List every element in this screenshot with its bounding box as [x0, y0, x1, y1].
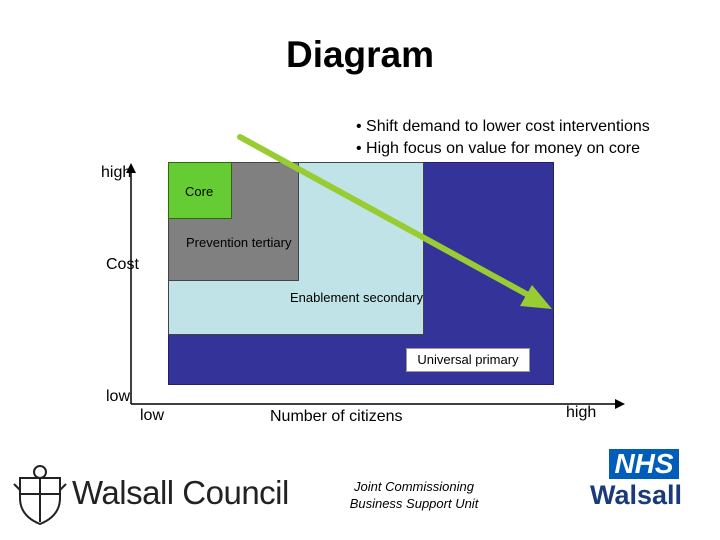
unit-line-1: Joint Commissioning: [354, 479, 474, 494]
y-axis-title: Cost: [106, 256, 139, 273]
trend-arrow-shaft: [237, 134, 533, 299]
council-name: Walsall Council: [72, 474, 289, 511]
x-axis-high-label: high: [566, 404, 597, 421]
prevention-label: Prevention tertiary: [186, 235, 292, 250]
nhs-area-name: Walsall: [590, 480, 683, 510]
council-crest-icon: [13, 465, 67, 526]
page-title: Diagram: [285, 34, 435, 75]
nhs-logo: NHS: [609, 449, 679, 479]
universal-label: Universal primary: [406, 348, 530, 372]
unit-name: Joint Commissioning Business Support Uni…: [338, 478, 490, 512]
core-label: Core: [185, 184, 214, 199]
y-axis-low-label: low: [106, 388, 131, 405]
unit-line-2: Business Support Unit: [349, 496, 479, 511]
x-axis-low-label: low: [140, 407, 165, 424]
bullet-shift-demand: • Shift demand to lower cost interventio…: [356, 118, 650, 135]
enablement-label: Enablement secondary: [290, 290, 423, 305]
trend-arrow-head: [520, 285, 552, 309]
x-axis-title: Number of citizens: [270, 408, 403, 425]
y-axis-high-label: high: [101, 164, 132, 181]
bullet-value-for-money: • High focus on value for money on core: [356, 140, 640, 157]
bullet-list: • Shift demand to lower cost interventio…: [356, 116, 650, 160]
core-box: [168, 162, 232, 219]
